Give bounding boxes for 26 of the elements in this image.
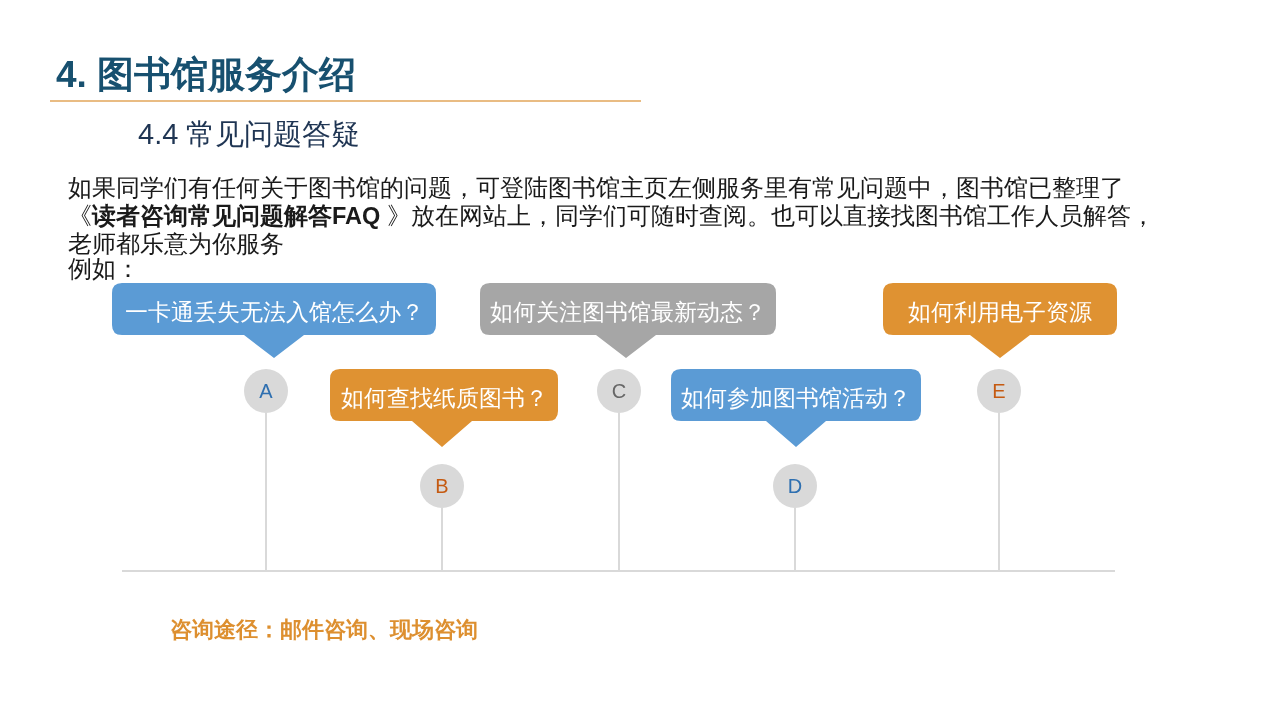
timeline-stem [794,507,796,571]
speech-bubble [671,369,921,447]
letter-marker: D [773,464,817,508]
question-text: 如何查找纸质图书？ [339,384,549,413]
example-lead: 例如： [68,256,140,283]
letter-marker: A [244,369,288,413]
intro-paragraph: 如果同学们有任何关于图书馆的问题，可登陆图书馆主页左侧服务里有常见问题中，图书馆已整理了《读者咨询常见问题解答FAQ 》放在网站上，同学们可随时查阅。也可以直接找图书馆工作人员解答，老师都乐意为你服务 [68,174,1156,258]
timeline-axis [122,570,1115,572]
question-text: 如何关注图书馆最新动态？ [489,298,767,327]
slide-title: 4. 图书馆服务介绍 [56,53,357,97]
section-heading: 4.4 常见问题答疑 [138,117,361,152]
letter-marker: C [597,369,641,413]
letter-marker: B [420,464,464,508]
timeline-stem [265,412,267,571]
letter-marker: E [977,369,1021,413]
speech-bubble [480,283,776,358]
question-text: 如何利用电子资源 [907,298,1093,327]
timeline-stem [618,412,620,571]
question-text: 一卡通丢失无法入馆怎么办？ [123,298,425,327]
timeline-stem [998,412,1000,571]
contact-note: 咨询途径：邮件咨询、现场咨询 [170,616,478,644]
timeline-stem [441,507,443,571]
question-text: 如何参加图书馆活动？ [680,384,912,413]
speech-bubble [883,283,1117,358]
speech-bubble [112,283,436,358]
speech-bubble [330,369,558,447]
